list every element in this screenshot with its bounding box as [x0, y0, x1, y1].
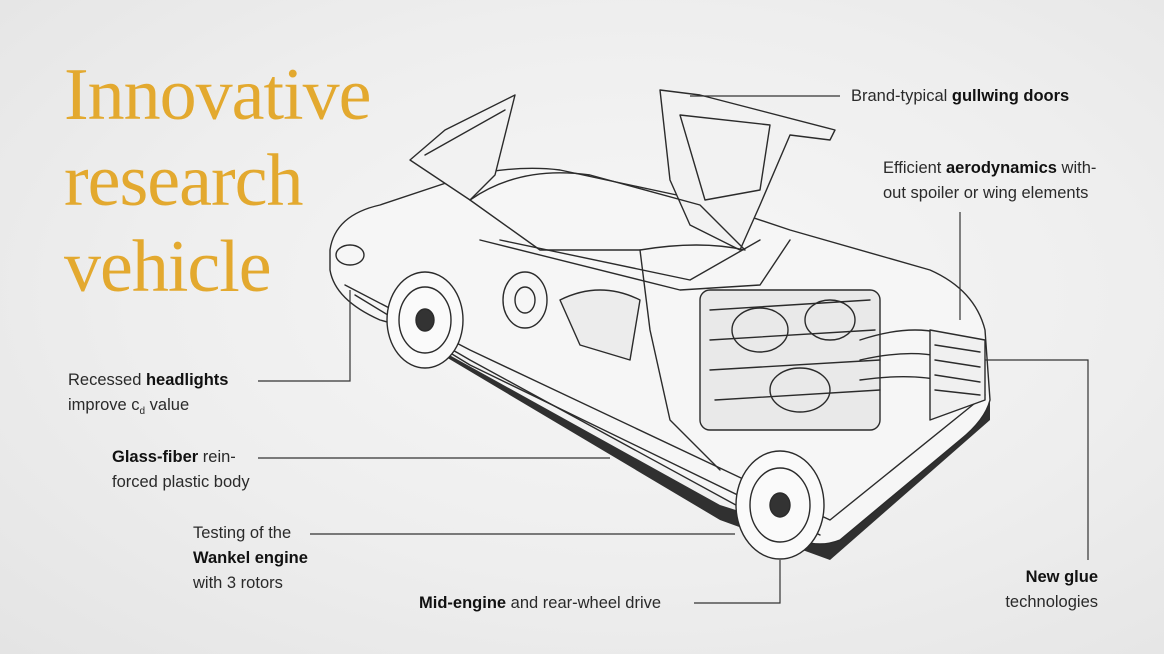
callout-mid-engine: Mid-engine and rear-wheel drive — [419, 591, 661, 616]
callout-text: with 3 rotors — [193, 574, 283, 592]
callout-text: value — [145, 396, 190, 414]
page-title: Innovative research vehicle — [64, 52, 371, 310]
callout-emphasis: Glass-fiber — [112, 448, 199, 466]
callout-text: and rear-wheel drive — [506, 594, 662, 612]
leader-line-headlights — [258, 290, 351, 382]
callout-text: Brand-typical — [851, 87, 952, 105]
callout-gullwing-doors: Brand-typical gullwing doors — [851, 84, 1069, 109]
callout-wankel-engine: Testing of the Wankel engine with 3 roto… — [193, 521, 308, 596]
title-line-3: vehicle — [64, 226, 272, 308]
callout-text: technologies — [1005, 593, 1098, 611]
leader-line-glue — [985, 359, 1089, 560]
callout-emphasis: aerodynamics — [945, 159, 1057, 177]
callout-text: with- — [1056, 159, 1097, 177]
callout-text: rein- — [198, 448, 236, 466]
callout-text: Testing of the — [193, 524, 292, 542]
callout-subscript: d — [139, 406, 146, 417]
callout-text: Efficient — [883, 159, 946, 177]
cutaway-car-drawing — [329, 89, 991, 560]
callout-text: Recessed — [68, 371, 146, 389]
title-line-2: research — [64, 140, 303, 222]
callout-emphasis: New glue — [1025, 568, 1098, 586]
leader-lines — [258, 95, 1089, 604]
callout-new-glue: New glue technologies — [990, 565, 1098, 615]
title-line-1: Innovative — [64, 54, 371, 136]
callout-aerodynamics: Efficient aerodynamics with- out spoiler… — [883, 156, 1096, 206]
callout-glass-fiber: Glass-fiber rein- forced plastic body — [112, 445, 250, 495]
leader-line-midengine — [694, 560, 781, 604]
callout-text: forced plastic body — [112, 473, 250, 491]
callout-emphasis: headlights — [145, 371, 229, 389]
callout-text: out spoiler or wing elements — [883, 184, 1089, 202]
callout-emphasis: gullwing doors — [951, 87, 1070, 105]
callout-emphasis: Mid-engine — [419, 594, 507, 612]
callout-emphasis: Wankel engine — [193, 549, 308, 567]
callout-text: improve c — [68, 396, 140, 414]
callout-headlights: Recessed headlights improve cd value — [68, 368, 228, 420]
